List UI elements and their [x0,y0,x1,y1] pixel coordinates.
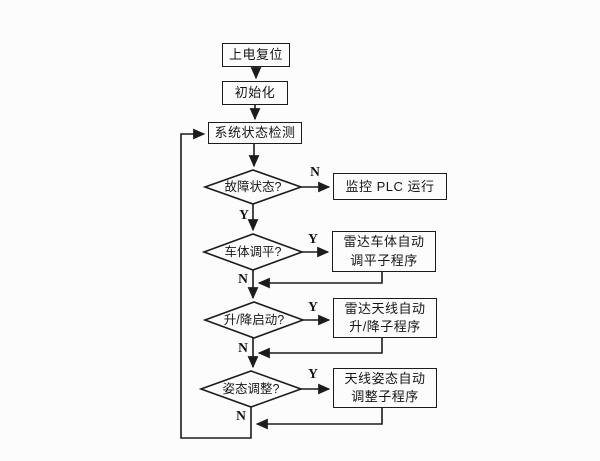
diamond-fault-status [202,169,304,205]
edge-loop-to-syscheck [180,128,252,439]
node-initialization-label: 初始化 [234,85,276,101]
decision-diamonds [198,169,306,408]
edge-levelsub-return [257,272,383,289]
node-body-leveling-subroutine: 雷达车体自动 调平子程序 [332,231,436,272]
node-system-status-check-label: 系统状态检测 [214,125,296,141]
diamond-body-leveling [201,233,305,271]
branch-label-lift-y: Y [308,298,318,314]
node-power-on-reset: 上电复位 [222,43,290,67]
branch-label-lift-n: N [238,339,248,355]
branch-label-attitude-n: N [236,407,246,423]
diamond-body-leveling-label: 车体调平? [224,244,282,259]
node-plc-monitor-label: 监控 PLC 运行 [345,178,435,194]
node-system-status-check: 系统状态检测 [208,122,302,144]
diamond-attitude-adjust-label: 姿态调整? [222,381,280,396]
diamond-lift-start-label: 升/降启动? [223,312,285,327]
branch-label-attitude-y: Y [308,365,318,381]
diamond-attitude-adjust [198,370,304,408]
branch-label-level-n: N [238,270,248,286]
node-plc-monitor: 监控 PLC 运行 [333,173,447,200]
branch-label-fault-n: N [310,163,320,179]
connector-lines [180,67,383,439]
branch-label-fault-y: Y [239,206,249,222]
node-antenna-lift-subroutine-line1: 雷达天线自动 [344,300,426,316]
node-antenna-lift-subroutine: 雷达天线自动 升/降子程序 [333,298,437,338]
node-body-leveling-subroutine-line2: 调平子程序 [350,252,418,268]
node-antenna-lift-subroutine-line2: 升/降子程序 [349,319,421,334]
edge-attitudesub-return [255,408,383,430]
node-attitude-adjust-subroutine-line2: 调整子程序 [351,389,419,404]
node-body-leveling-subroutine-line1: 雷达车体自动 [343,234,425,250]
edge-liftsub-return [257,338,383,359]
branch-label-level-y: Y [308,230,318,246]
node-attitude-adjust-subroutine-line1: 天线姿态自动 [344,370,426,386]
node-initialization: 初始化 [222,81,288,105]
diamond-fault-status-label: 故障状态? [224,179,282,194]
node-power-on-reset-label: 上电复位 [228,47,283,63]
node-attitude-adjust-subroutine: 天线姿态自动 调整子程序 [333,368,437,408]
diamond-lift-start [202,301,306,339]
